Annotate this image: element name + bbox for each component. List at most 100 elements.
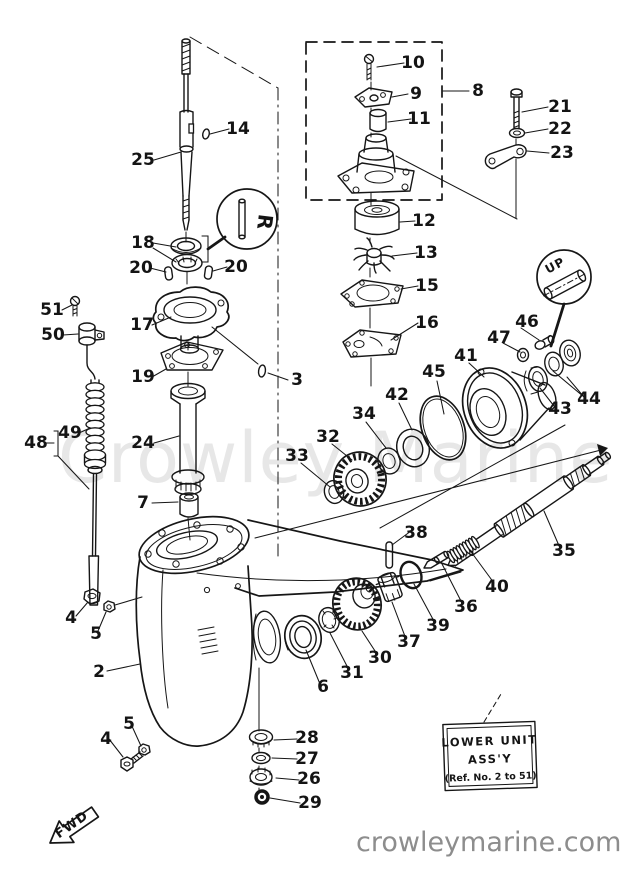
part-label-42: 42 (385, 385, 409, 405)
part-label-31: 31 (340, 663, 364, 683)
part-label-41: 41 (454, 346, 478, 366)
part-label-4: 4 (65, 608, 77, 628)
bolt-10 (363, 53, 375, 81)
seal-cup-11 (369, 108, 387, 133)
alignment-lines (185, 36, 518, 792)
part-label-11: 11 (407, 109, 431, 129)
callout-line3: (Ref. No. 2 to 51) (445, 770, 537, 784)
part-label-9: 9 (410, 84, 422, 104)
washer-28 (248, 729, 274, 748)
impeller-13 (353, 237, 395, 274)
bearing-r-mark: R (252, 213, 278, 231)
lock-washer-27 (251, 751, 271, 765)
bearing-set-18 (170, 235, 227, 273)
drive-shaft (179, 38, 210, 231)
part-label-13: 13 (414, 243, 438, 263)
part-label-23: 23 (550, 143, 574, 163)
gasket-15 (340, 279, 404, 308)
part-label-15: 15 (415, 276, 439, 296)
part-label-28: 28 (295, 728, 319, 748)
reverse-gear-cluster (323, 334, 581, 507)
detail-circle-bearing: R (216, 188, 278, 250)
fwd-arrow: FWD (49, 806, 100, 844)
bushing-7 (179, 492, 199, 518)
part-label-51: 51 (40, 300, 64, 320)
screw-51 (69, 295, 81, 317)
callout-line1: LOWER UNIT (441, 732, 538, 749)
clamp-50 (78, 322, 105, 346)
part-label-45: 45 (422, 362, 446, 382)
part-label-34: 34 (352, 404, 376, 424)
o-ring-45 (419, 395, 467, 461)
reverse-gear-32 (333, 451, 387, 507)
washer-47 (516, 347, 530, 363)
pump-plate-9 (354, 87, 393, 108)
part-label-33: 33 (285, 446, 309, 466)
clip-spring-39 (399, 560, 423, 590)
nut-5-lower (138, 743, 151, 756)
bearing-race-31 (318, 606, 340, 634)
washer-33 (323, 479, 345, 505)
cross-pin-38 (385, 541, 394, 569)
part-label-50: 50 (41, 325, 65, 345)
callout-leader (483, 693, 502, 723)
part-label-5: 5 (123, 714, 135, 734)
leader-lines (44, 62, 585, 804)
pump-cup-12 (354, 200, 400, 236)
spring-49 (85, 382, 105, 452)
nut-5-upper (103, 600, 116, 613)
part-label-27: 27 (295, 749, 319, 769)
washer-stack (248, 729, 274, 805)
part-label-8: 8 (472, 81, 484, 101)
dowel-pin-3 (257, 364, 267, 378)
part-label-24: 24 (131, 433, 155, 453)
part-label-21: 21 (548, 97, 572, 117)
shift-rod-assembly (69, 295, 107, 606)
part-label-7: 7 (137, 493, 149, 513)
part-label-46: 46 (515, 312, 539, 332)
part-label-20: 20 (224, 257, 248, 277)
callout-box: LOWER UNIT ASS'Y (Ref. No. 2 to 51) (441, 720, 538, 792)
part-label-3: 3 (291, 370, 303, 390)
part-label-25: 25 (131, 150, 155, 170)
bushing-43 (523, 366, 548, 395)
cap-nut-29 (254, 789, 270, 805)
detail-circle-pin: UP (536, 249, 592, 348)
oil-seals-44 (544, 339, 581, 377)
part-label-16: 16 (415, 313, 439, 333)
part-label-40: 40 (485, 577, 509, 597)
part-label-20: 20 (129, 258, 153, 278)
bearing-42 (395, 428, 431, 468)
part-label-2: 2 (93, 662, 105, 682)
outer-plate-16 (342, 329, 402, 358)
bolt-21-washer-22-arm-23 (484, 88, 527, 170)
bolt-4-upper (83, 588, 101, 605)
gasket-19 (160, 341, 224, 371)
seal-housing-17 (152, 286, 230, 354)
shaft-sleeve-24 (170, 382, 206, 496)
part-label-36: 36 (454, 597, 478, 617)
part-label-10: 10 (401, 53, 425, 73)
dowel-pin-14 (202, 128, 210, 140)
dowel-pins-20 (163, 265, 214, 281)
assembly-direction-lines (254, 424, 608, 539)
part-label-47: 47 (487, 328, 511, 348)
gear-case-2 (135, 515, 464, 747)
bolt-4-lower (120, 751, 144, 772)
pin-up-mark: UP (543, 254, 568, 276)
part-label-4: 4 (100, 729, 112, 749)
footer-url: crowleymarine.com (356, 827, 621, 858)
part-label-37: 37 (397, 632, 421, 652)
part-label-17: 17 (130, 315, 154, 335)
part-label-5: 5 (90, 624, 102, 644)
part-label-22: 22 (548, 119, 572, 139)
part-label-29: 29 (298, 793, 322, 813)
part-label-39: 39 (426, 616, 450, 636)
part-label-49: 49 (58, 423, 82, 443)
part-label-26: 26 (297, 769, 321, 789)
castle-nut-26 (249, 767, 273, 786)
part-label-43: 43 (548, 399, 572, 419)
pump-housing-8 (337, 133, 415, 194)
